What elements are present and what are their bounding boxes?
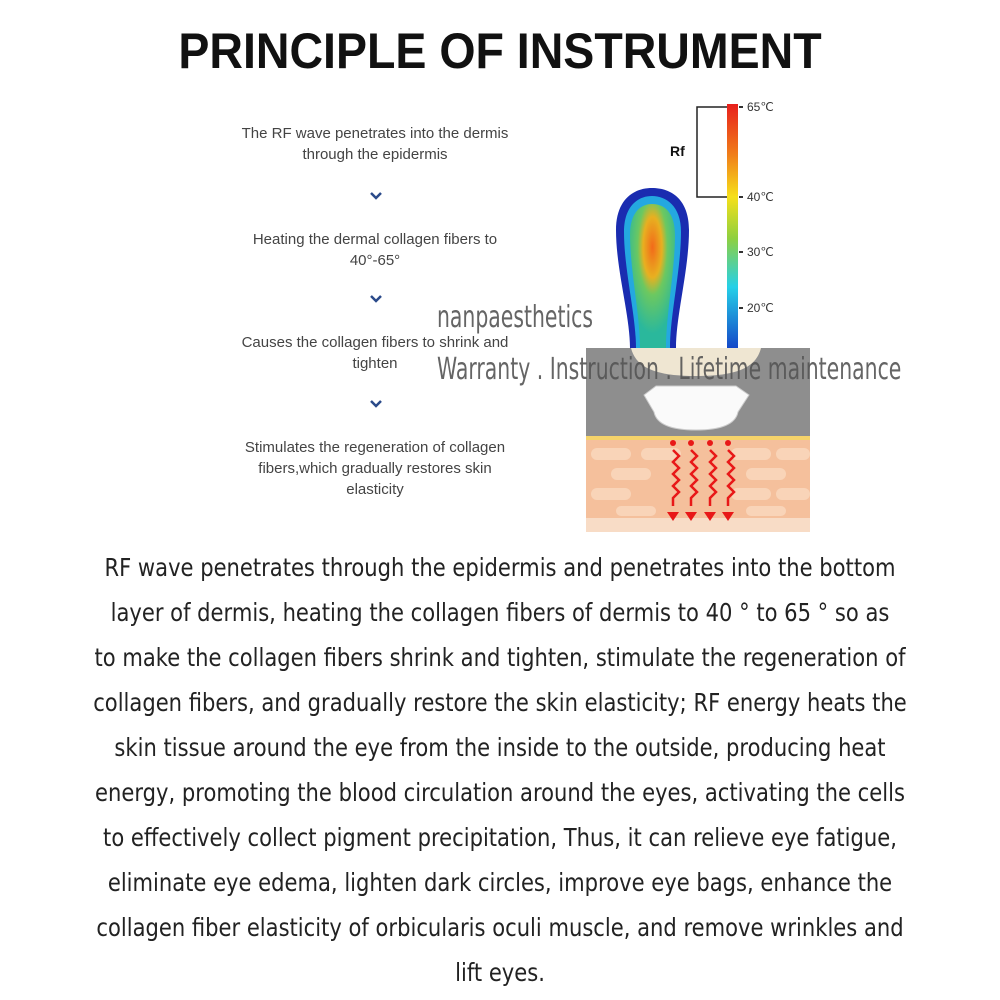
step-2: Heating the dermal collagen fibers to 40… [195, 229, 555, 271]
step-text: elasticity [346, 481, 404, 498]
step-3: Causes the collagen fibers to shrink and… [195, 332, 555, 374]
watermark-tagline: Warranty . Instruction . Lifetime mainte… [437, 352, 902, 387]
heat-plume [616, 188, 689, 348]
paragraph-line: skin tissue around the eye from the insi… [114, 733, 886, 762]
step-text: fibers,which gradually restores skin [258, 460, 492, 477]
step-text: Stimulates the regeneration of collagen [244, 439, 506, 456]
scale-label-40: 40℃ [747, 190, 774, 204]
step-1: The RF wave penetrates into the dermis t… [195, 123, 555, 165]
rf-wave-arrows [670, 440, 731, 446]
paragraph-line: lift eyes. [455, 958, 545, 987]
paragraph-line: RF wave penetrates through the epidermis… [104, 553, 896, 582]
step-text: Causes the collagen fibers to shrink and [241, 334, 509, 351]
scale-label-20: 20℃ [747, 301, 774, 315]
step-text: tighten [352, 355, 398, 372]
chevron-down-icon [370, 295, 382, 303]
step-text: Heating the dermal collagen fibers to [252, 231, 498, 248]
paragraph-line: to make the collagen fibers shrink and t… [94, 643, 906, 672]
page-title: PRINCIPLE OF INSTRUMENT [178, 23, 822, 79]
paragraph-line: layer of dermis, heating the collagen fi… [110, 598, 890, 627]
step-text: 40°-65° [349, 252, 401, 269]
paragraph-line: to effectively collect pigment precipita… [103, 823, 897, 852]
scale-label-30: 30℃ [747, 245, 774, 259]
watermark-brand: nanpaesthetics [437, 300, 593, 335]
step-4: Stimulates the regeneration of collagen … [195, 437, 555, 500]
paragraph-line: eliminate eye edema, lighten dark circle… [107, 868, 893, 897]
step-text: through the epidermis [302, 146, 448, 163]
rf-bracket [696, 106, 727, 198]
temperature-color-bar [727, 104, 738, 348]
paragraph-line: energy, promoting the blood circulation … [95, 778, 905, 807]
chevron-down-icon [370, 192, 382, 200]
step-text: The RF wave penetrates into the dermis [241, 125, 509, 142]
rf-heat-diagram [586, 104, 810, 532]
chevron-down-icon [370, 400, 382, 408]
scale-label-65: 65℃ [747, 100, 774, 114]
paragraph-line: collagen fibers, and gradually restore t… [93, 688, 907, 717]
paragraph-line: collagen fiber elasticity of orbicularis… [96, 913, 904, 942]
rf-label: Rf [670, 143, 685, 159]
description-paragraph: RF wave penetrates through the epidermis… [0, 545, 1000, 995]
